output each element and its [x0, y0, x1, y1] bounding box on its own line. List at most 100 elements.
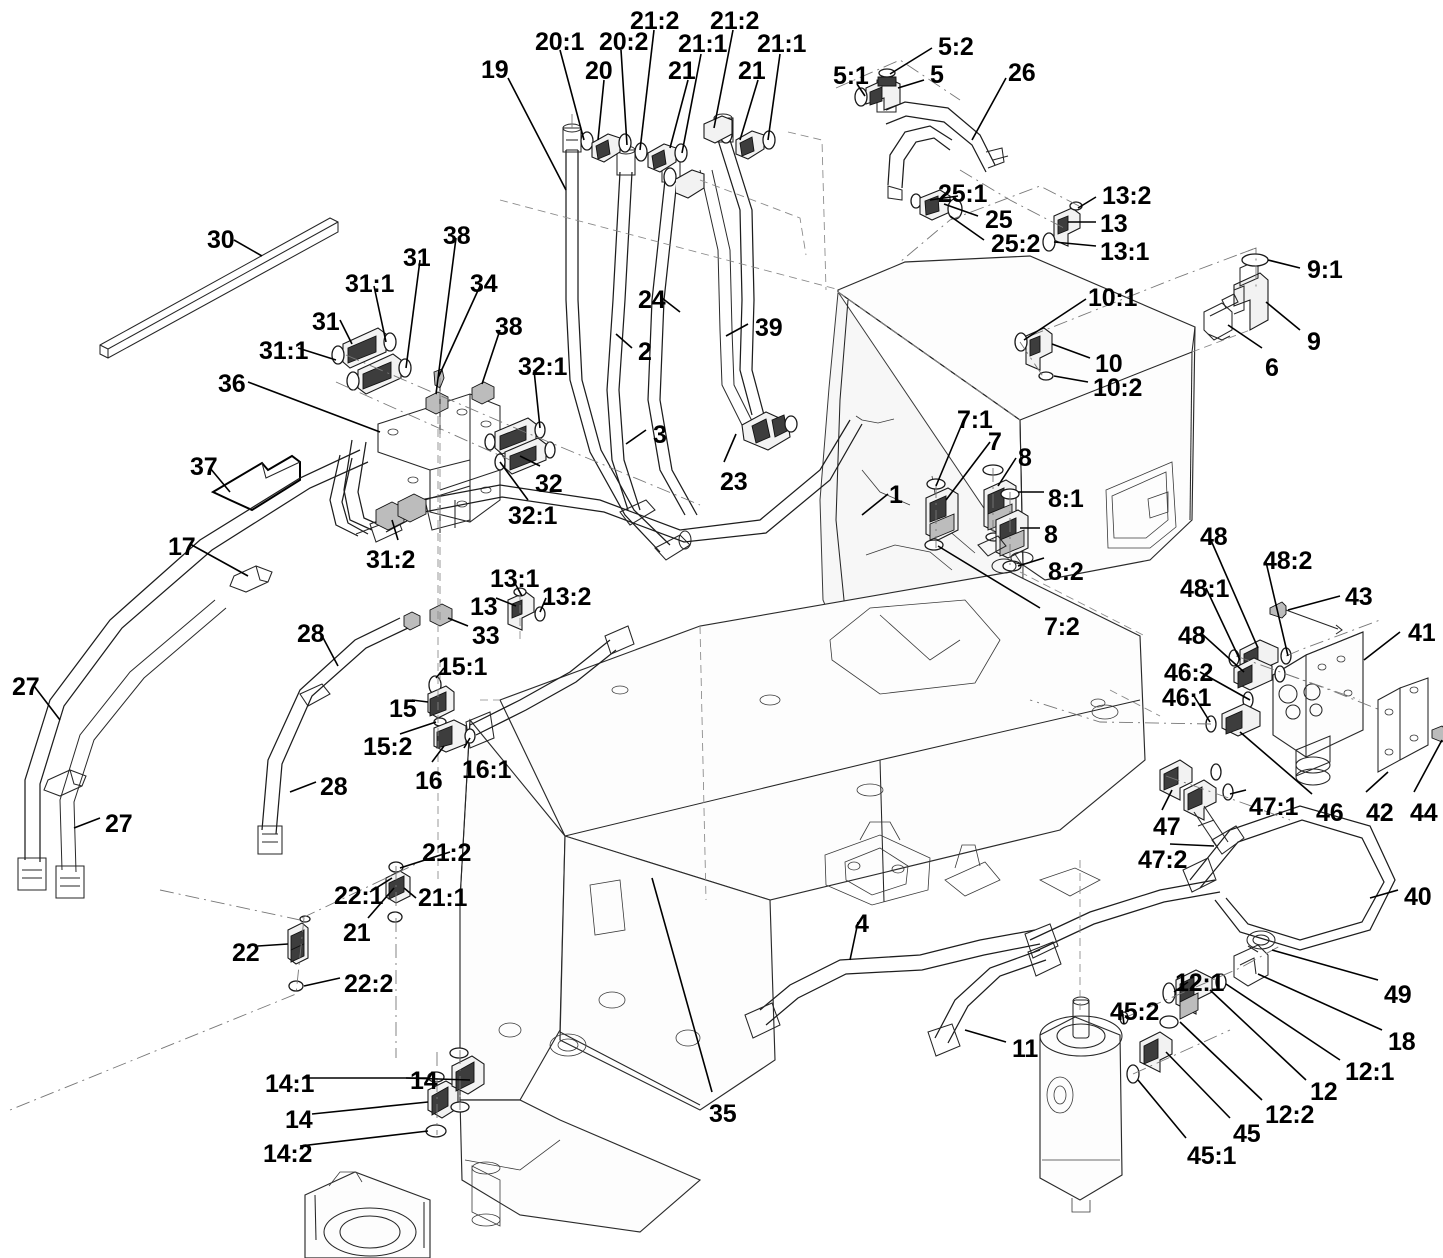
callout-14-2: 14:2	[263, 1140, 313, 1168]
callout-13: 13	[1100, 210, 1128, 238]
callout-21-2: 21:2	[710, 7, 760, 35]
callout-32: 32	[535, 470, 563, 498]
callout-14: 14	[410, 1067, 438, 1095]
callout-21-1: 21:1	[757, 30, 807, 58]
assembly-centerlines	[9, 59, 1381, 1135]
callout-32-1: 32:1	[508, 502, 558, 530]
callout-22-1: 22:1	[334, 882, 384, 910]
callout-16-1: 16:1	[462, 756, 512, 784]
callout-49: 49	[1384, 981, 1412, 1009]
callout-3: 3	[653, 421, 667, 449]
callout-48: 48	[1178, 622, 1206, 650]
callout-40: 40	[1404, 883, 1432, 911]
callout-8: 8	[1018, 444, 1032, 472]
callout-21-2: 21:2	[422, 839, 472, 867]
callout-25-1: 25:1	[938, 180, 988, 208]
callout-21: 21	[668, 57, 696, 85]
callout-8: 8	[1044, 521, 1058, 549]
callout-47-1: 47:1	[1249, 793, 1299, 821]
callout-12: 12	[1310, 1078, 1338, 1106]
callout-7-1: 7:1	[957, 406, 993, 434]
callout-20-1: 20:1	[535, 28, 585, 56]
callout-41: 41	[1408, 619, 1436, 647]
callout-45: 45	[1233, 1120, 1261, 1148]
callout-9: 9	[1307, 328, 1321, 356]
callout-31-1: 31:1	[345, 270, 395, 298]
callout-31: 31	[403, 244, 431, 272]
callout-46-2: 46:2	[1164, 659, 1214, 687]
callout-45-1: 45:1	[1187, 1142, 1237, 1170]
leader-lines	[33, 29, 1443, 1147]
callout-26: 26	[1008, 59, 1036, 87]
callout-35: 35	[709, 1100, 737, 1128]
callout-45-2: 45:2	[1110, 998, 1160, 1026]
hose-bundle	[17, 75, 1396, 1057]
callout-27: 27	[12, 673, 40, 701]
callout-20-2: 20:2	[599, 28, 649, 56]
callout-22-2: 22:2	[344, 970, 394, 998]
callout-36: 36	[218, 370, 246, 398]
callout-21-1: 21:1	[678, 30, 728, 58]
callout-43: 43	[1345, 583, 1373, 611]
callout-47-2: 47:2	[1138, 846, 1188, 874]
callout-5-1: 5:1	[833, 62, 869, 90]
callout-13-1: 13:1	[1100, 238, 1150, 266]
machine-chassis	[459, 255, 1196, 1233]
callout-25-2: 25:2	[991, 230, 1041, 258]
callout-34: 34	[470, 270, 498, 298]
callout-15: 15	[389, 695, 417, 723]
callout-21: 21	[343, 919, 371, 947]
callout-31-2: 31:2	[366, 546, 416, 574]
callout-5: 5	[930, 61, 944, 89]
callout-9-1: 9:1	[1307, 256, 1343, 284]
callout-20: 20	[585, 57, 613, 85]
callout-8-2: 8:2	[1048, 558, 1084, 586]
callout-1: 1	[889, 481, 903, 509]
callout-4: 4	[855, 910, 869, 938]
callout-44: 44	[1410, 799, 1438, 827]
callout-21: 21	[738, 57, 766, 85]
callout-39: 39	[755, 314, 783, 342]
callout-38: 38	[495, 313, 523, 341]
callout-31: 31	[312, 308, 340, 336]
callout-48-2: 48:2	[1263, 547, 1313, 575]
callout-22: 22	[232, 939, 260, 967]
callout-12-1: 12:1	[1345, 1058, 1395, 1086]
callout-15-1: 15:1	[438, 653, 488, 681]
callout-28: 28	[320, 773, 348, 801]
callout-11: 11	[1012, 1035, 1039, 1063]
callout-13: 13	[470, 593, 498, 621]
callout-12-2: 12:2	[1265, 1101, 1315, 1129]
callout-16: 16	[415, 767, 443, 795]
callout-21-2: 21:2	[630, 7, 680, 35]
bottom-left-motor	[304, 1171, 431, 1258]
callout-46: 46	[1316, 799, 1344, 827]
callout-17: 17	[168, 533, 196, 561]
callout-32-1: 32:1	[518, 353, 568, 381]
callout-18: 18	[1388, 1028, 1416, 1056]
callout-27: 27	[105, 810, 133, 838]
bottom-right-pump	[1039, 996, 1123, 1213]
callout-10-2: 10:2	[1093, 374, 1143, 402]
callout-12-1: 12:1	[1175, 969, 1225, 997]
callout-14: 14	[285, 1106, 313, 1134]
callout-42: 42	[1366, 799, 1394, 827]
callout-21-1: 21:1	[418, 884, 468, 912]
part-37-wire	[210, 454, 301, 512]
callout-46-1: 46:1	[1162, 684, 1212, 712]
callout-6: 6	[1265, 354, 1279, 382]
callout-25: 25	[985, 206, 1013, 234]
callout-7: 7	[988, 428, 1002, 456]
callout-37: 37	[190, 453, 218, 481]
callout-31-1: 31:1	[259, 337, 309, 365]
callout-48-1: 48:1	[1180, 575, 1230, 603]
fittings	[287, 68, 1292, 1138]
callout-2: 2	[638, 338, 652, 366]
callout-30: 30	[207, 226, 235, 254]
callout-24: 24	[638, 286, 666, 314]
part-30-bar	[99, 217, 339, 359]
callout-23: 23	[720, 468, 748, 496]
callout-28: 28	[297, 620, 325, 648]
